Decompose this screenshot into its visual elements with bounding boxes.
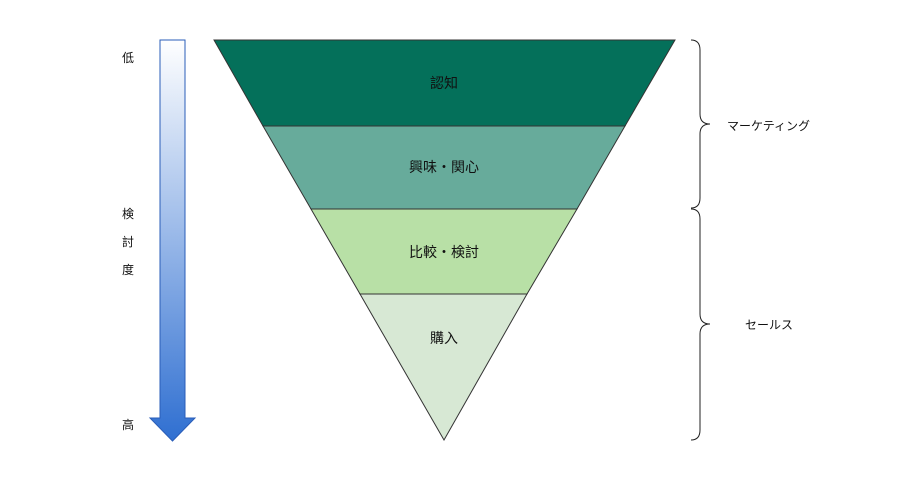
stage-label-purchase: 購入 bbox=[430, 331, 458, 347]
sales-brace bbox=[690, 208, 711, 441]
axis-label-char-3: 度 bbox=[122, 262, 134, 277]
stage-label-awareness: 認知 bbox=[430, 75, 458, 92]
axis-label-char-2: 討 bbox=[122, 234, 134, 249]
funnel bbox=[213, 39, 676, 442]
stage-label-interest: 興味・関心 bbox=[409, 160, 479, 176]
axis-label-high: 高 bbox=[122, 417, 134, 432]
axis-label-low: 低 bbox=[122, 51, 134, 65]
group-label-sales: セールス bbox=[745, 318, 793, 332]
funnel-stage-purchase bbox=[359, 293, 528, 442]
group-label-marketing: マーケティング bbox=[727, 119, 810, 133]
axis-label-char-1: 検 bbox=[122, 207, 134, 221]
consideration-arrow bbox=[148, 39, 197, 442]
gradient-down-arrow bbox=[148, 39, 197, 442]
marketing-brace bbox=[690, 39, 711, 209]
stage-label-comparison: 比較・検討 bbox=[409, 245, 479, 261]
